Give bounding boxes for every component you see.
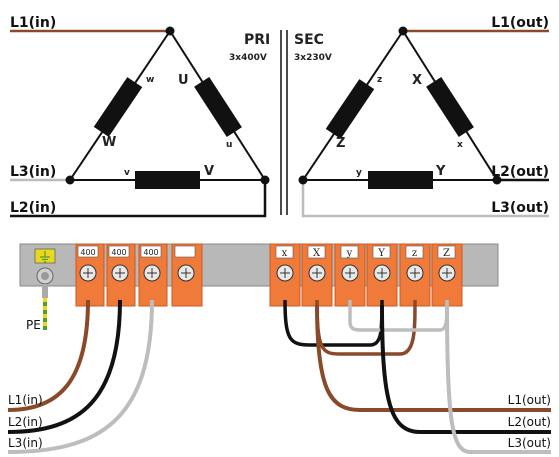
pri-tag-3: 400 [143, 248, 158, 257]
label-u: u [226, 140, 232, 150]
l1-out-label-top: L1(out) [491, 15, 549, 31]
coil-x [426, 76, 474, 138]
pri-title: PRI [244, 32, 270, 48]
sec-tag-5: z [412, 248, 417, 259]
node-left-sec [298, 175, 308, 185]
pri-tag-2: 400 [111, 248, 126, 257]
label-X: X [412, 73, 422, 88]
label-y: y [356, 168, 362, 178]
label-x: x [457, 140, 463, 150]
l2-out-label-bottom: L2(out) [508, 415, 551, 429]
l1-out-label-bottom: L1(out) [508, 393, 551, 407]
label-z: z [377, 75, 382, 85]
l1-out-wire-bottom [315, 304, 551, 412]
sec-voltage: 3x230V [294, 53, 332, 63]
l3-out-wire-bottom [445, 304, 551, 454]
pri-screws [79, 264, 195, 282]
l3-out-label-bottom: L3(out) [508, 436, 551, 450]
coil-z [325, 79, 375, 139]
sec-tag-2: X [313, 248, 321, 259]
sec-tag-3: y [346, 248, 353, 259]
sec-terminals [269, 243, 463, 307]
l2-in-label-bottom: L2(in) [8, 415, 43, 429]
pri-tag-1: 400 [80, 248, 95, 257]
sec-tag-4: Y [377, 248, 385, 259]
sec-tag-6: Z [443, 248, 450, 259]
label-w: w [146, 75, 154, 85]
label-W: W [102, 135, 116, 150]
node-right [260, 175, 270, 185]
l3-in-label-top: L3(in) [10, 164, 56, 180]
label-Y: Y [435, 164, 446, 179]
jumper-x-Y [283, 299, 384, 347]
secondary-delta [302, 30, 498, 181]
sec-screws [276, 264, 456, 282]
l1-in-label-bottom: L1(in) [8, 393, 43, 407]
node-right-sec [492, 175, 502, 185]
l2-in-label-top: L2(in) [10, 200, 56, 216]
node-top-sec [398, 26, 408, 36]
node-left [65, 175, 75, 185]
l3-out-label-top: L3(out) [491, 200, 549, 216]
l2-out-label-top: L2(out) [491, 164, 549, 180]
l2-out-wire-bottom [380, 304, 551, 434]
label-U: U [178, 73, 189, 88]
sec-tag-1: x [282, 248, 288, 259]
ground-terminal [34, 248, 56, 298]
pri-voltage: 3x400V [229, 53, 267, 63]
label-Z: Z [336, 136, 345, 151]
coil-y [368, 171, 433, 189]
l2-in-wire-top [10, 180, 267, 218]
label-V: V [204, 164, 214, 179]
label-v: v [124, 168, 130, 178]
node-top [165, 26, 175, 36]
coil-w [93, 77, 143, 137]
pe-label: PE [26, 318, 41, 332]
coil-v [135, 171, 200, 189]
l1-in-label-top: L1(in) [10, 15, 56, 31]
l3-in-label-bottom: L3(in) [8, 436, 43, 450]
l3-out-wire-top [301, 180, 549, 218]
sec-title: SEC [294, 32, 324, 48]
l2-in-wire-bottom [7, 299, 122, 434]
coil-u [194, 76, 242, 138]
l3-in-wire-bottom [7, 299, 154, 454]
l1-in-wire-bottom [7, 299, 90, 412]
